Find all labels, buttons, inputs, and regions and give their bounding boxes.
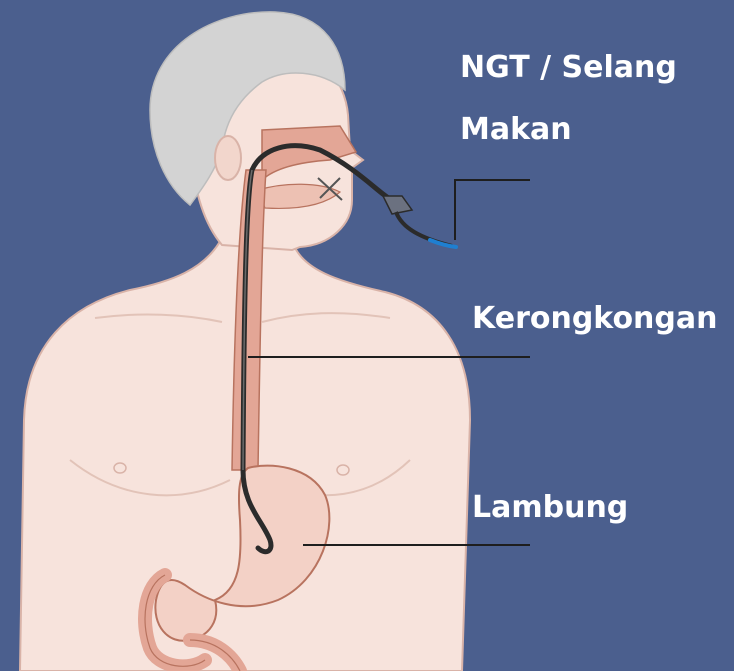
label-stomach: Lambung — [472, 477, 628, 539]
label-ngt: NGT / Selang Makan — [460, 37, 700, 161]
tube-connector — [383, 196, 412, 214]
label-esophagus: Kerongkongan — [472, 288, 718, 350]
leader-line-ngt — [455, 180, 530, 240]
tube-tip — [430, 240, 456, 247]
tube-external — [396, 212, 452, 246]
ear — [215, 136, 241, 180]
